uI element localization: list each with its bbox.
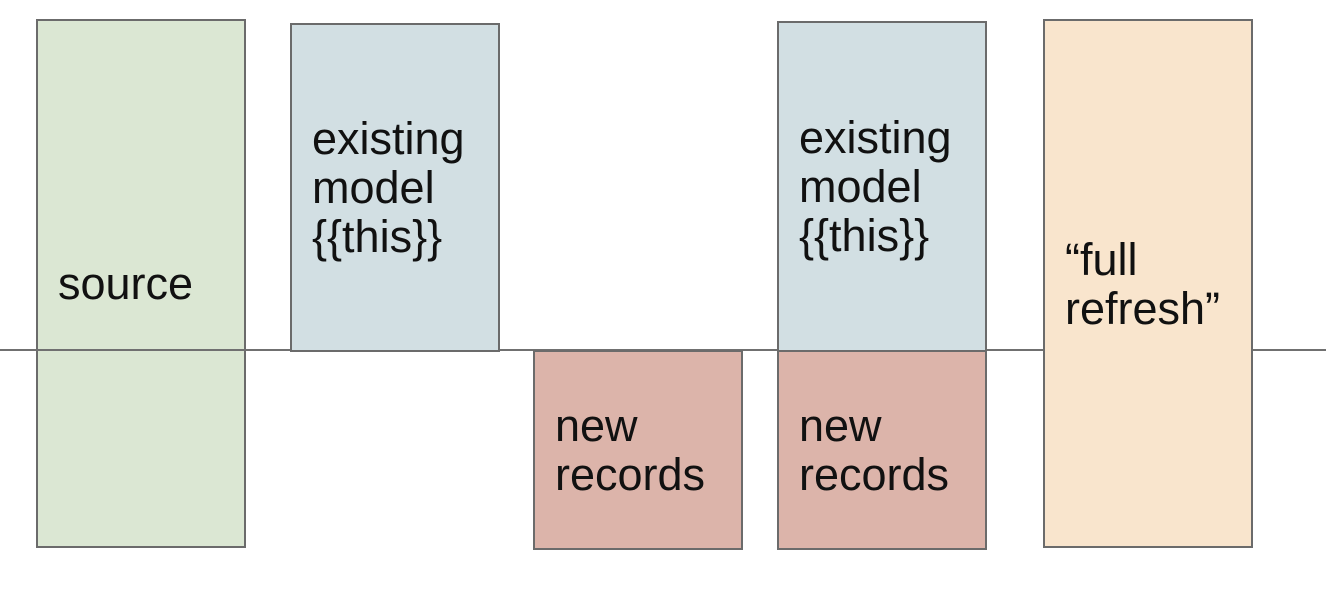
new-records-box-1: new records	[533, 350, 743, 550]
new-records-box-2: new records	[777, 350, 987, 550]
existing-model-box-1: existing model {{this}}	[290, 23, 500, 352]
existing-model-box-2: existing model {{this}}	[777, 21, 987, 352]
source-box-label: source	[58, 258, 194, 309]
full-refresh-box: “full refresh”	[1043, 19, 1253, 548]
full-refresh-box-label: “full refresh”	[1065, 233, 1221, 334]
new-records-box-2-label: new records	[799, 400, 950, 500]
existing-model-box-1-label: existing model {{this}}	[312, 113, 465, 262]
source-box: source	[36, 19, 246, 548]
new-records-box-1-label: new records	[555, 400, 706, 500]
existing-model-box-2-label: existing model {{this}}	[799, 112, 952, 261]
